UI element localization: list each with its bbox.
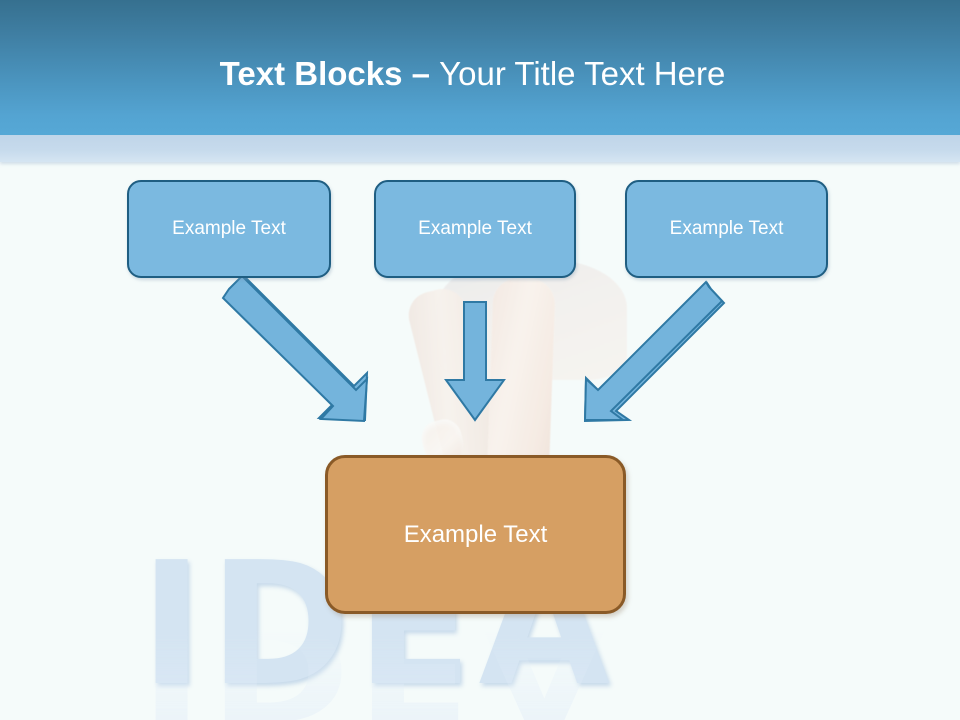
text-block-3-label: Example Text xyxy=(669,218,784,239)
result-text-block[interactable]: Example Text xyxy=(325,455,626,614)
text-block-3[interactable]: Example Text xyxy=(625,180,828,278)
slide-header-band xyxy=(0,0,960,135)
page-title-strong: Text Blocks – xyxy=(219,55,440,92)
text-block-2[interactable]: Example Text xyxy=(374,180,576,278)
result-text-block-label: Example Text xyxy=(403,520,548,548)
arrow-down-right-icon xyxy=(221,274,369,423)
text-block-1[interactable]: Example Text xyxy=(127,180,331,278)
watermark-idea-reflection: IDEA xyxy=(140,587,617,720)
arrow-down-icon xyxy=(444,301,506,422)
hand-palm xyxy=(437,260,627,380)
page-title: Text Blocks – Your Title Text Here xyxy=(0,54,945,94)
arrow-down-left-icon xyxy=(583,280,726,423)
slide-header-underline xyxy=(0,135,960,162)
text-block-1-label: Example Text xyxy=(172,218,286,239)
text-block-2-label: Example Text xyxy=(418,218,532,239)
page-title-light: Your Title Text Here xyxy=(439,55,726,92)
